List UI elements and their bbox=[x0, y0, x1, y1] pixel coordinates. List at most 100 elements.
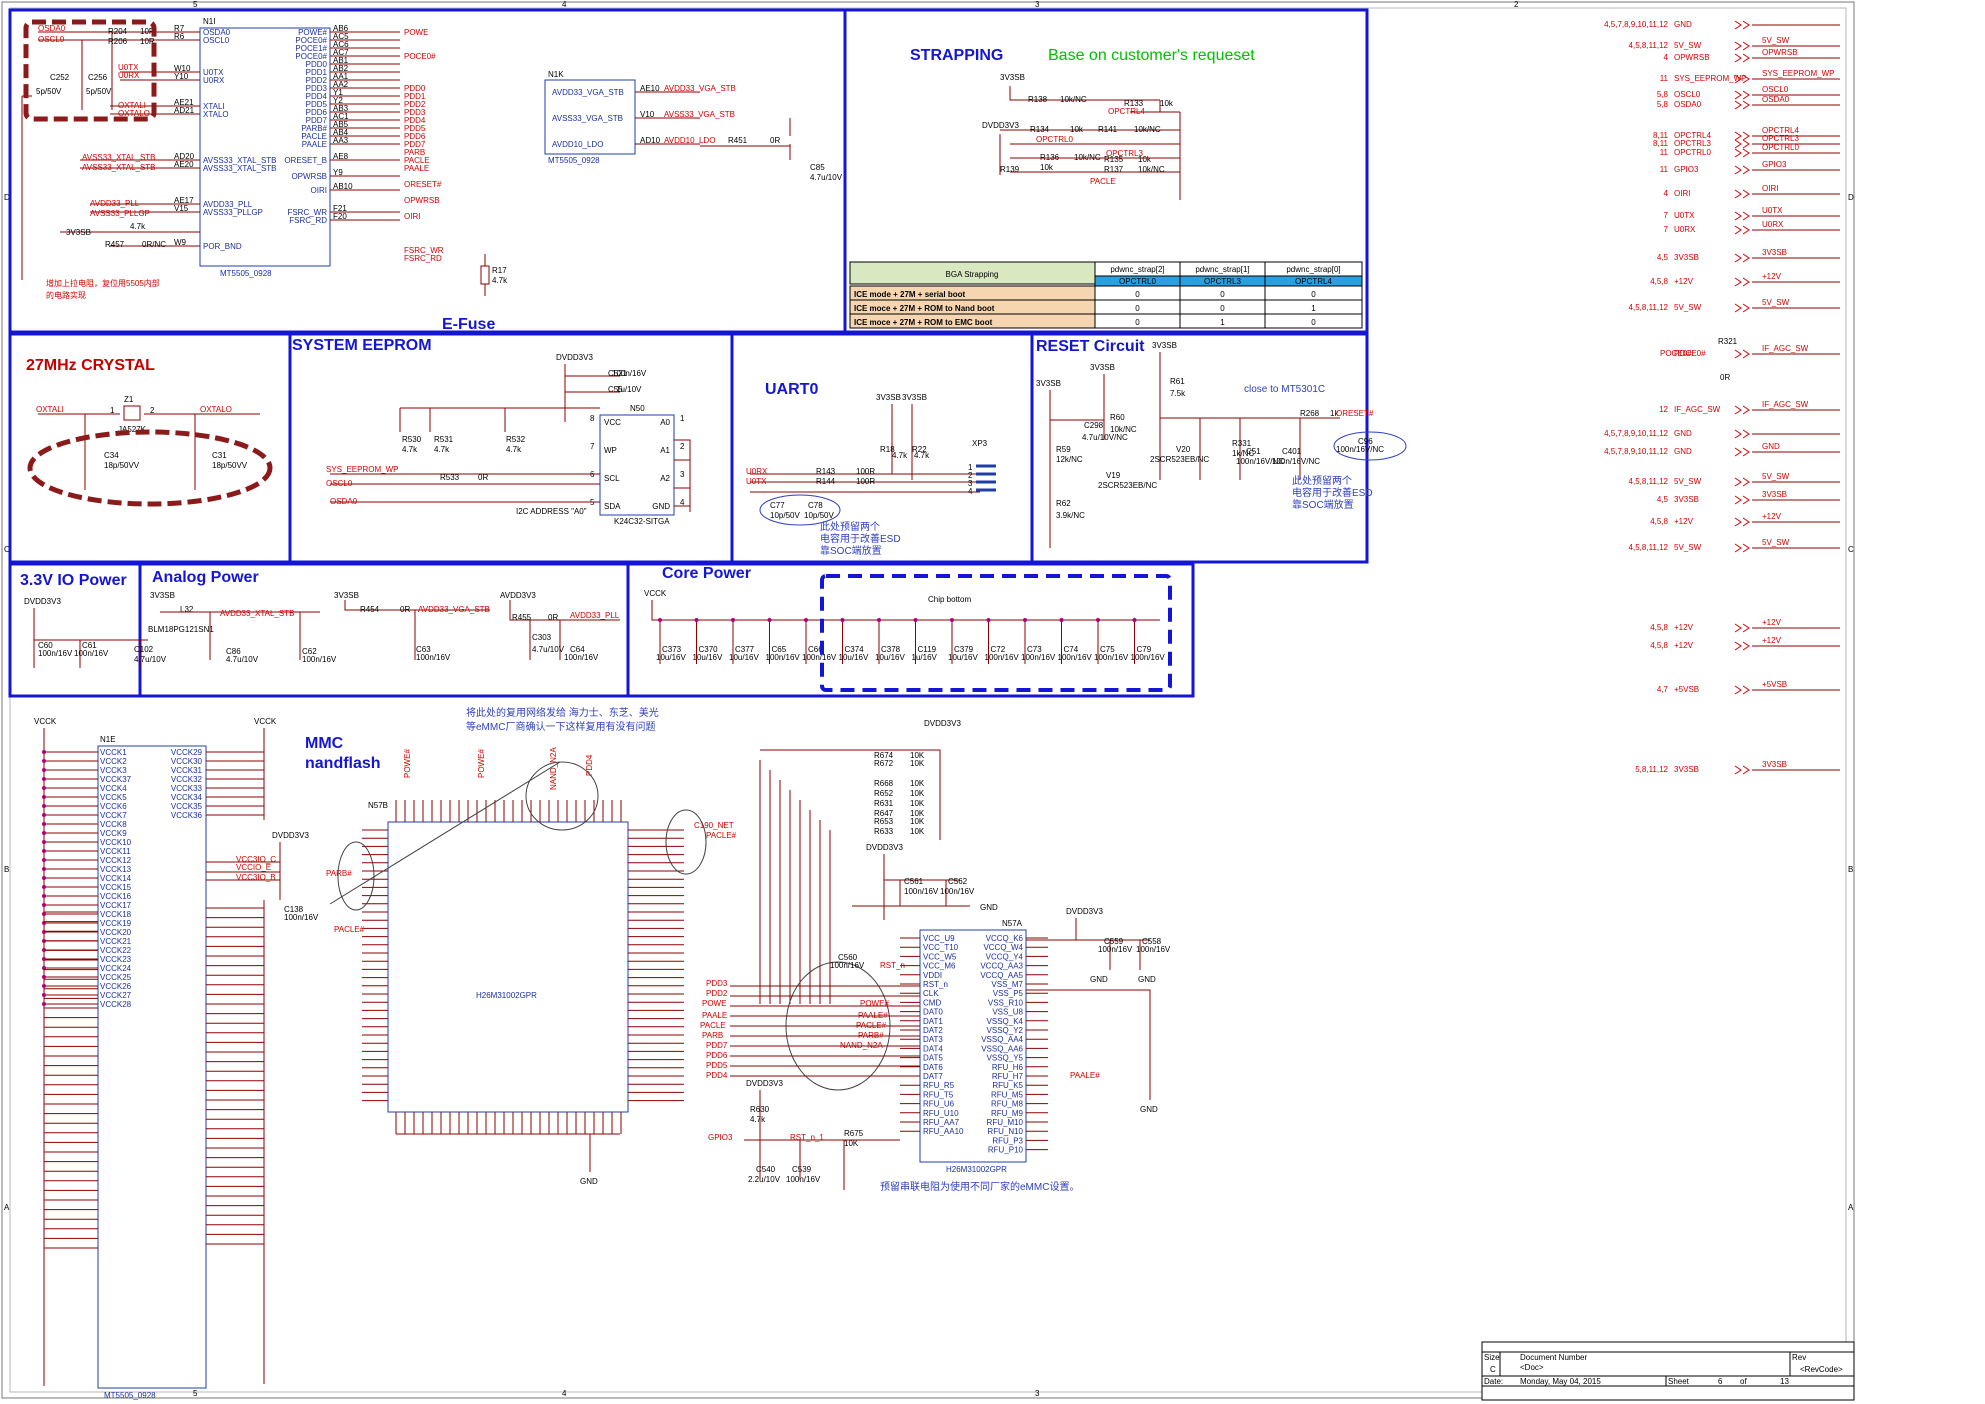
net-label: FSRC_RD bbox=[404, 254, 442, 263]
svg-text:R457: R457 bbox=[105, 240, 125, 249]
offsheet-net: 5V_SW bbox=[1674, 303, 1702, 312]
pin-name: VCCK17 bbox=[100, 901, 132, 910]
r321-value: 0R bbox=[1720, 373, 1730, 382]
svg-text:10K: 10K bbox=[910, 751, 925, 760]
net-label: PAALE bbox=[404, 164, 429, 173]
pin-name: GND bbox=[652, 502, 670, 511]
emmc-resistor-note: 预留串联电阻为使用不同厂家的eMMC设置。 bbox=[880, 1180, 1079, 1193]
rev-value: <RevCode> bbox=[1800, 1365, 1843, 1374]
svg-text:PDD2: PDD2 bbox=[706, 989, 728, 998]
svg-text:0R: 0R bbox=[548, 613, 558, 622]
svg-text:10K: 10K bbox=[910, 827, 925, 836]
net-label: POWE bbox=[404, 28, 428, 37]
svg-text:5: 5 bbox=[193, 0, 198, 9]
pin-name: VCCK27 bbox=[100, 991, 132, 1000]
strap-value: 0 bbox=[1311, 290, 1316, 299]
strap-value: 0 bbox=[1135, 318, 1140, 327]
pin-number: AE20 bbox=[174, 160, 194, 169]
pin-name: RFU_M9 bbox=[991, 1109, 1024, 1118]
offsheet-pages: 4 bbox=[1664, 53, 1669, 62]
pin-name: POWE# bbox=[298, 28, 327, 37]
io-power-title: 3.3V IO Power bbox=[20, 572, 127, 589]
pin-name: RFU_U10 bbox=[923, 1109, 959, 1118]
pin-name: VSS_M7 bbox=[991, 980, 1023, 989]
net-label: PACLE bbox=[404, 156, 430, 165]
cap-value: 10u/16V bbox=[729, 653, 759, 662]
efuse-title: E-Fuse bbox=[442, 316, 495, 333]
svg-text:PDD4: PDD4 bbox=[706, 1071, 728, 1080]
strap-subheader: OPCTRL0 bbox=[1119, 277, 1156, 286]
net-label: FSRC_WR bbox=[404, 246, 444, 255]
svg-text:V20: V20 bbox=[1176, 445, 1191, 454]
svg-text:C60: C60 bbox=[38, 641, 53, 650]
pin-name: RFU_P10 bbox=[988, 1146, 1024, 1155]
pin-name: RFU_AA10 bbox=[923, 1127, 964, 1136]
offsheet-arrow-icon bbox=[1734, 641, 1750, 651]
svg-text:C51: C51 bbox=[1246, 447, 1261, 456]
pin-number: W9 bbox=[174, 238, 187, 247]
svg-text:100n/16V: 100n/16V bbox=[564, 653, 599, 662]
pin-name: VSSQ_K4 bbox=[987, 1017, 1024, 1026]
pin-name: VCC_W5 bbox=[923, 952, 957, 961]
pin-name: VCCK31 bbox=[171, 766, 203, 775]
svg-text:C303: C303 bbox=[532, 633, 552, 642]
junction-dot bbox=[767, 618, 772, 622]
pin-name: VCCK14 bbox=[100, 874, 132, 883]
svg-text:100n/16V: 100n/16V bbox=[74, 649, 109, 658]
svg-text:10K: 10K bbox=[910, 799, 925, 808]
offsheet-pages: 4,5,8,11,12 bbox=[1629, 303, 1669, 312]
net-pacle-2: PACLE# bbox=[706, 831, 737, 840]
pin-number: V15 bbox=[174, 204, 189, 213]
strap-header: pdwnc_strap[0] bbox=[1286, 265, 1340, 274]
docnum-label: Document Number bbox=[1520, 1353, 1587, 1362]
pin-name: U0TX bbox=[203, 68, 224, 77]
offsheet-net: OPWRSB bbox=[1674, 53, 1710, 62]
pin-name: VCC_M6 bbox=[923, 962, 956, 971]
svg-text:R60: R60 bbox=[1110, 413, 1125, 422]
pin-name: VCCK20 bbox=[100, 928, 132, 937]
svg-text:0R/NC: 0R/NC bbox=[142, 240, 166, 249]
svg-text:OSDA0: OSDA0 bbox=[38, 24, 66, 33]
pin-name: DAT3 bbox=[923, 1035, 943, 1044]
offsheet-pages: 5,8,11,12 bbox=[1635, 765, 1668, 774]
pin-number: Y1 bbox=[333, 88, 343, 97]
svg-text:GND: GND bbox=[1138, 975, 1156, 984]
offsheet-pages: 11 bbox=[1660, 165, 1669, 174]
offsheet-pages: 4,5,7,8,9,10,11,12 bbox=[1604, 429, 1668, 438]
offsheet-net-label: 5V_SW bbox=[1762, 36, 1790, 45]
svg-text:4.7u/10V: 4.7u/10V bbox=[532, 645, 565, 654]
junction-dot bbox=[986, 618, 991, 622]
net-rst-n-1: RST_n_1 bbox=[790, 1133, 824, 1142]
chip-ref: N1E bbox=[100, 735, 116, 744]
svg-text:C401: C401 bbox=[1282, 447, 1302, 456]
svg-text:D: D bbox=[1848, 193, 1854, 202]
svg-text:4.7k: 4.7k bbox=[750, 1115, 766, 1124]
uart-title: UART0 bbox=[765, 381, 818, 398]
svg-text:R652: R652 bbox=[874, 789, 894, 798]
offsheet-pages: 11 bbox=[1660, 74, 1669, 83]
junction-dot bbox=[42, 858, 46, 862]
offsheet-net-label: 3V3SB bbox=[1762, 248, 1787, 257]
pin-number: V10 bbox=[640, 110, 655, 119]
svg-text:V19: V19 bbox=[1106, 471, 1121, 480]
svg-text:2: 2 bbox=[150, 406, 155, 415]
svg-text:OXTALO: OXTALO bbox=[118, 109, 150, 118]
pin-name: VCCK32 bbox=[171, 775, 203, 784]
svg-text:C138: C138 bbox=[284, 905, 304, 914]
chip-name: MT5505_0928 bbox=[220, 269, 272, 278]
svg-text:C559: C559 bbox=[1104, 937, 1124, 946]
svg-text:C561: C561 bbox=[904, 877, 924, 886]
reset-note: 此处预留两个 bbox=[1292, 474, 1352, 487]
svg-text:DVDD3V3: DVDD3V3 bbox=[556, 353, 593, 362]
reset-close-note: close to MT5301C bbox=[1244, 384, 1325, 395]
offsheet-pages: 5,8 bbox=[1657, 90, 1669, 99]
svg-text:3V3SB: 3V3SB bbox=[1000, 73, 1025, 82]
svg-text:5p/50V: 5p/50V bbox=[36, 87, 62, 96]
net-label: PDD2 bbox=[404, 100, 426, 109]
pin-name: VCCK18 bbox=[100, 910, 132, 919]
svg-text:100n/16V/NC: 100n/16V/NC bbox=[1336, 445, 1384, 454]
strapping-title: STRAPPING bbox=[910, 47, 1003, 64]
offsheet-net: GND bbox=[1674, 447, 1692, 456]
svg-text:C55: C55 bbox=[608, 385, 623, 394]
